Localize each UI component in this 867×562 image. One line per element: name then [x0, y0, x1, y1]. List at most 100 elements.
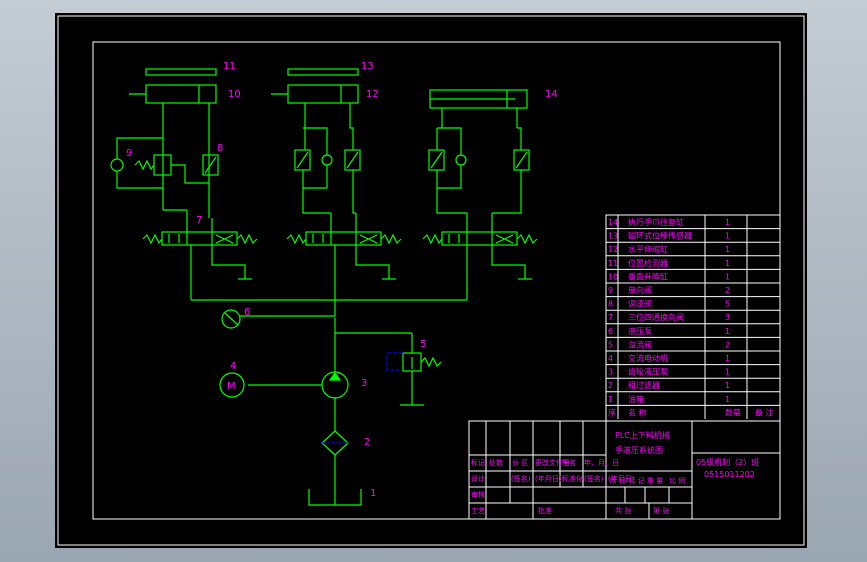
- parts-row-cell: 8: [608, 300, 613, 309]
- label-8: 8: [217, 143, 223, 154]
- parts-row-cell: 1: [725, 272, 730, 281]
- motor-letter: M: [227, 381, 236, 392]
- parts-row-cell: 9: [608, 286, 613, 295]
- svg-text:阶 段 标 记: 阶 段 标 记: [610, 476, 645, 485]
- title-block-text: PLC上下料机械 手液压系统图 05级机制（2）班 0515011202 标记 …: [471, 430, 759, 515]
- parts-row-cell: 2: [725, 286, 730, 295]
- label-7: 7: [196, 215, 202, 226]
- svg-text:标准化: 标准化: [562, 474, 583, 483]
- label-14: 14: [545, 89, 558, 100]
- parts-row-cell: 12: [608, 245, 618, 254]
- svg-text:工艺: 工艺: [471, 507, 485, 515]
- parts-row-cell: 垂直升降缸: [628, 271, 668, 281]
- parts-row-cell: 1: [725, 381, 730, 390]
- parts-row-cell: 1: [725, 259, 730, 268]
- parts-row-cell: 10: [608, 272, 618, 281]
- svg-text:标记: 标记: [471, 458, 485, 467]
- label-4: 4: [230, 361, 236, 372]
- label-13: 13: [361, 61, 374, 72]
- parts-row-cell: 执行手爪往复缸: [628, 217, 684, 227]
- parts-row-cell: 11: [608, 259, 618, 268]
- drawing-title-2: 手液压系统图: [615, 445, 663, 455]
- parts-row-cell: 1: [725, 395, 730, 404]
- class-code: 05级机制（2）班: [696, 457, 759, 467]
- parts-row-cell: 5: [608, 340, 613, 349]
- parts-row-cell: 7: [608, 313, 613, 322]
- sensor-13: [287, 68, 359, 76]
- parts-row-cell: 位置检测器: [628, 258, 668, 268]
- parts-header-cell: 备 注: [755, 407, 774, 417]
- parts-row-cell: 调速阀: [628, 300, 652, 309]
- cylinder-12: [287, 84, 359, 104]
- filter: [321, 430, 349, 456]
- parts-row-cell: 油箱: [628, 394, 644, 404]
- pressure-gauge: [221, 309, 241, 329]
- parts-row-cell: 1: [725, 232, 730, 241]
- svg-text:比 例: 比 例: [669, 476, 685, 485]
- directional-valve-2: [286, 213, 402, 300]
- parts-row-cell: 1: [725, 368, 730, 377]
- throttle-valve-8: [202, 154, 219, 176]
- parts-header-cell: 序: [608, 407, 616, 417]
- parts-row-cell: 5: [725, 300, 730, 309]
- label-12: 12: [366, 89, 379, 100]
- component-labels: 1 2 3 4 5 6 7 8 9 10 11 12 13 14: [126, 61, 558, 499]
- parts-row-cell: 2: [725, 340, 730, 349]
- svg-text:(签名): (签名): [584, 474, 604, 483]
- parts-row-cell: 3: [608, 368, 613, 377]
- parts-row-cell: 1: [725, 327, 730, 336]
- parts-row-cell: 13: [608, 232, 618, 241]
- cylinder-10: [145, 84, 217, 104]
- svg-text:重 量: 重 量: [647, 477, 663, 485]
- svg-text:年、月、日: 年、月、日: [584, 458, 619, 467]
- title-block: [468, 420, 781, 520]
- svg-text:(年月日): (年月日): [608, 474, 635, 483]
- parts-row-cell: 粗过滤器: [628, 380, 660, 390]
- svg-text:设计: 设计: [471, 474, 485, 483]
- parts-row-cell: 交流电动机: [628, 353, 668, 363]
- label-11: 11: [223, 61, 236, 72]
- hydraulic-circuit: [110, 68, 538, 506]
- parts-row-cell: 单向阀: [628, 285, 652, 295]
- label-6: 6: [244, 307, 250, 318]
- parts-header-cell: 数量: [725, 407, 741, 417]
- parts-row-cell: 齿轮液压泵: [628, 367, 668, 377]
- svg-text:签名: 签名: [562, 458, 576, 467]
- label-3: 3: [361, 378, 367, 389]
- parts-row-cell: 14: [608, 218, 618, 227]
- svg-text:共 张: 共 张: [615, 506, 631, 515]
- label-2: 2: [364, 437, 370, 448]
- svg-text:处数: 处数: [489, 458, 503, 467]
- motor: [219, 372, 245, 398]
- parts-row-cell: 2: [608, 381, 613, 390]
- parts-row-cell: 1: [725, 245, 730, 254]
- parts-row-cell: 6: [608, 327, 613, 336]
- parts-row-cell: 4: [608, 354, 613, 363]
- parts-row-cell: 三位四通换向阀: [628, 312, 684, 322]
- parts-row-cell: 3: [725, 313, 730, 322]
- parts-row-cell: 1: [608, 395, 613, 404]
- directional-valve-1: [142, 210, 258, 300]
- parts-row-cell: 1: [725, 218, 730, 227]
- label-10: 10: [228, 89, 241, 100]
- svg-text:第 张: 第 张: [653, 506, 669, 515]
- svg-text:(年月日): (年月日): [535, 474, 562, 483]
- directional-valve-3: [422, 213, 538, 300]
- outer-frame: [57, 15, 805, 546]
- svg-text:更改文件号: 更改文件号: [535, 458, 570, 467]
- parts-row-cell: 液压泵: [628, 326, 652, 336]
- parts-row-cell: 水平伸缩缸: [628, 244, 668, 254]
- inner-frame: [92, 41, 781, 520]
- hydraulic-schematic: 1 2 3 4 5 6 7 8 9 10 11 12 13 14 M 14执行手…: [57, 15, 805, 546]
- svg-text:审核: 审核: [471, 490, 485, 499]
- svg-text:批准: 批准: [538, 506, 552, 515]
- parts-header-cell: 名 称: [628, 407, 647, 417]
- svg-text:分 区: 分 区: [512, 458, 528, 467]
- parts-row-cell: 磁环式位移传感器: [628, 231, 692, 241]
- drawing-title-1: PLC上下料机械: [615, 430, 670, 440]
- svg-text:(签名): (签名): [511, 474, 531, 483]
- parts-row-cell: 溢流阀: [628, 339, 652, 349]
- label-9: 9: [126, 148, 132, 159]
